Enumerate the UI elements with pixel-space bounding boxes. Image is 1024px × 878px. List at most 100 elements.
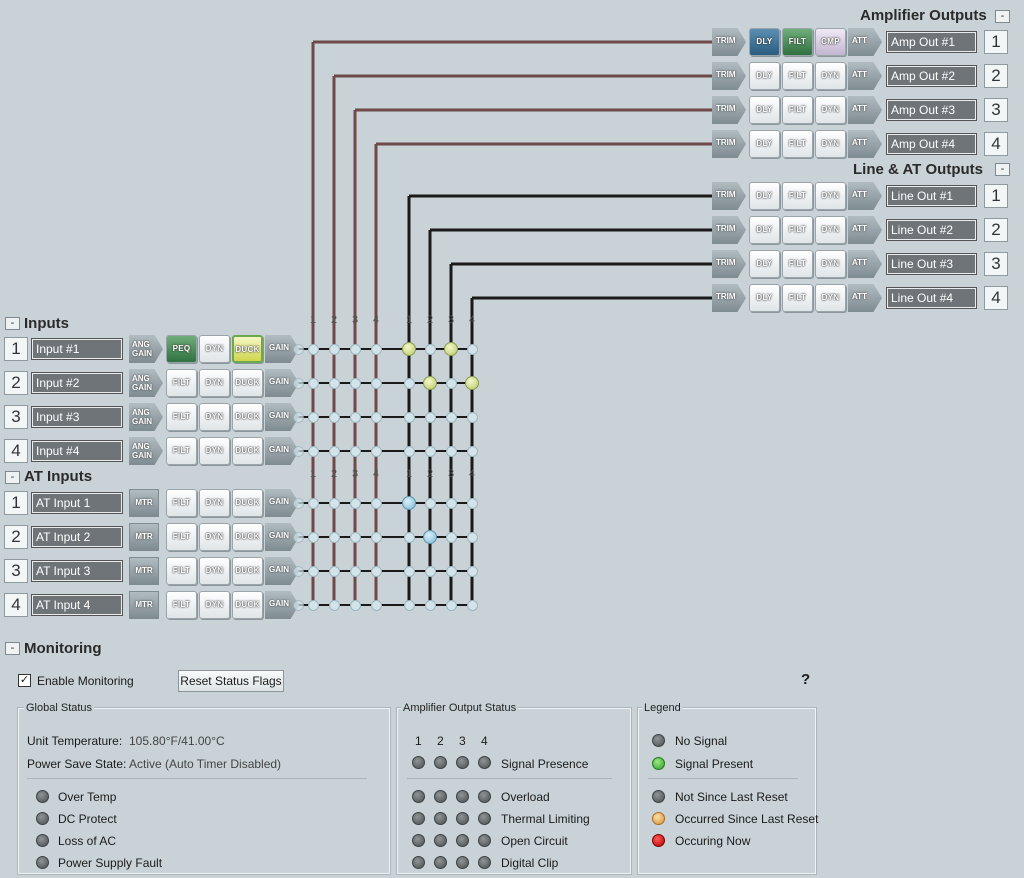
crosspoint-node[interactable]: [370, 377, 382, 389]
at-input-filt-block[interactable]: FILT: [166, 489, 197, 517]
crosspoint-node[interactable]: [402, 496, 416, 510]
crosspoint-node[interactable]: [423, 376, 437, 390]
crosspoint-node[interactable]: [349, 377, 361, 389]
input-duck-block[interactable]: DUCK: [232, 403, 263, 431]
amp-out-dyn-block[interactable]: DYN: [815, 62, 846, 90]
amp-out-name-field[interactable]: Amp Out #2: [886, 65, 977, 87]
line-out-att-block[interactable]: ATT: [848, 182, 882, 210]
crosspoint-node[interactable]: [444, 342, 458, 356]
crosspoint-node[interactable]: [403, 599, 415, 611]
crosspoint-node[interactable]: [424, 445, 436, 457]
crosspoint-node[interactable]: [445, 445, 457, 457]
crosspoint-node[interactable]: [424, 343, 436, 355]
crosspoint-node[interactable]: [403, 565, 415, 577]
input-filt-block[interactable]: FILT: [166, 437, 197, 465]
crosspoint-node[interactable]: [466, 343, 478, 355]
at-input-dyn-block[interactable]: DYN: [199, 557, 230, 585]
crosspoint-node[interactable]: [328, 411, 340, 423]
line-out-filt-block[interactable]: FILT: [782, 216, 813, 244]
line-out-name-field[interactable]: Line Out #4: [886, 287, 977, 309]
enable-monitoring-checkbox[interactable]: ✓: [18, 674, 31, 687]
amp-out-trim-block[interactable]: TRIM: [712, 96, 746, 124]
input-peq-block[interactable]: PEQ: [166, 335, 197, 363]
crosspoint-node[interactable]: [424, 497, 436, 509]
crosspoint-node[interactable]: [445, 377, 457, 389]
monitoring-collapse-button[interactable]: -: [5, 642, 20, 655]
input-dyn-block[interactable]: DYN: [199, 335, 230, 363]
at-input-dyn-block[interactable]: DYN: [199, 591, 230, 619]
input-dyn-block[interactable]: DYN: [199, 403, 230, 431]
crosspoint-node[interactable]: [466, 565, 478, 577]
line-out-dly-block[interactable]: DLY: [749, 284, 780, 312]
line-out-name-field[interactable]: Line Out #1: [886, 185, 977, 207]
input-filt-block[interactable]: FILT: [166, 403, 197, 431]
amp-out-dly-block[interactable]: DLY: [749, 62, 780, 90]
input-duck-block[interactable]: DUCK: [232, 335, 263, 363]
crosspoint-node[interactable]: [349, 343, 361, 355]
line-out-dly-block[interactable]: DLY: [749, 182, 780, 210]
amp-out-dly-block[interactable]: DLY: [749, 96, 780, 124]
at-input-gain-block[interactable]: GAIN: [265, 591, 299, 619]
crosspoint-node[interactable]: [466, 445, 478, 457]
crosspoint-node[interactable]: [423, 530, 437, 544]
at-input-name-field[interactable]: AT Input 2: [31, 526, 123, 548]
crosspoint-node[interactable]: [403, 445, 415, 457]
amp-out-dly-block[interactable]: DLY: [749, 28, 780, 56]
amp-out-trim-block[interactable]: TRIM: [712, 130, 746, 158]
input-name-field[interactable]: Input #3: [31, 406, 123, 428]
amp-out-filt-block[interactable]: FILT: [782, 62, 813, 90]
line-out-att-block[interactable]: ATT: [848, 250, 882, 278]
amp-out-filt-block[interactable]: FILT: [782, 130, 813, 158]
crosspoint-node[interactable]: [307, 377, 319, 389]
at-input-filt-block[interactable]: FILT: [166, 591, 197, 619]
crosspoint-node[interactable]: [370, 343, 382, 355]
amp-out-dyn-block[interactable]: DYN: [815, 96, 846, 124]
crosspoint-node[interactable]: [466, 531, 478, 543]
at-input-meter-block[interactable]: MTR: [129, 557, 159, 585]
crosspoint-node[interactable]: [370, 531, 382, 543]
crosspoint-node[interactable]: [307, 565, 319, 577]
at-input-duck-block[interactable]: DUCK: [232, 523, 263, 551]
line-out-trim-block[interactable]: TRIM: [712, 182, 746, 210]
help-icon[interactable]: ?: [801, 671, 811, 688]
line-out-att-block[interactable]: ATT: [848, 284, 882, 312]
line-out-dyn-block[interactable]: DYN: [815, 250, 846, 278]
input-duck-block[interactable]: DUCK: [232, 369, 263, 397]
line-out-filt-block[interactable]: FILT: [782, 182, 813, 210]
crosspoint-node[interactable]: [402, 342, 416, 356]
reset-status-flags-button[interactable]: Reset Status Flags: [178, 670, 284, 692]
line-out-filt-block[interactable]: FILT: [782, 284, 813, 312]
at-input-dyn-block[interactable]: DYN: [199, 523, 230, 551]
input-dyn-block[interactable]: DYN: [199, 369, 230, 397]
amp-out-filt-block[interactable]: FILT: [782, 96, 813, 124]
at-input-duck-block[interactable]: DUCK: [232, 557, 263, 585]
crosspoint-node[interactable]: [370, 497, 382, 509]
crosspoint-node[interactable]: [349, 599, 361, 611]
at-input-duck-block[interactable]: DUCK: [232, 591, 263, 619]
input-name-field[interactable]: Input #2: [31, 372, 123, 394]
at-input-gain-block[interactable]: GAIN: [265, 523, 299, 551]
crosspoint-node[interactable]: [403, 411, 415, 423]
line-out-name-field[interactable]: Line Out #2: [886, 219, 977, 241]
amp-out-att-block[interactable]: ATT: [848, 62, 882, 90]
line-out-dly-block[interactable]: DLY: [749, 216, 780, 244]
crosspoint-node[interactable]: [328, 565, 340, 577]
line-out-att-block[interactable]: ATT: [848, 216, 882, 244]
at-input-meter-block[interactable]: MTR: [129, 489, 159, 517]
line-out-name-field[interactable]: Line Out #3: [886, 253, 977, 275]
at-input-name-field[interactable]: AT Input 1: [31, 492, 123, 514]
crosspoint-node[interactable]: [307, 411, 319, 423]
amp-out-att-block[interactable]: ATT: [848, 28, 882, 56]
crosspoint-node[interactable]: [445, 565, 457, 577]
crosspoint-node[interactable]: [424, 411, 436, 423]
at-input-name-field[interactable]: AT Input 3: [31, 560, 123, 582]
input-dyn-block[interactable]: DYN: [199, 437, 230, 465]
crosspoint-node[interactable]: [466, 411, 478, 423]
crosspoint-node[interactable]: [466, 599, 478, 611]
line-out-trim-block[interactable]: TRIM: [712, 284, 746, 312]
crosspoint-node[interactable]: [370, 411, 382, 423]
amp-out-trim-block[interactable]: TRIM: [712, 62, 746, 90]
crosspoint-node[interactable]: [466, 497, 478, 509]
crosspoint-node[interactable]: [445, 411, 457, 423]
crosspoint-node[interactable]: [349, 531, 361, 543]
